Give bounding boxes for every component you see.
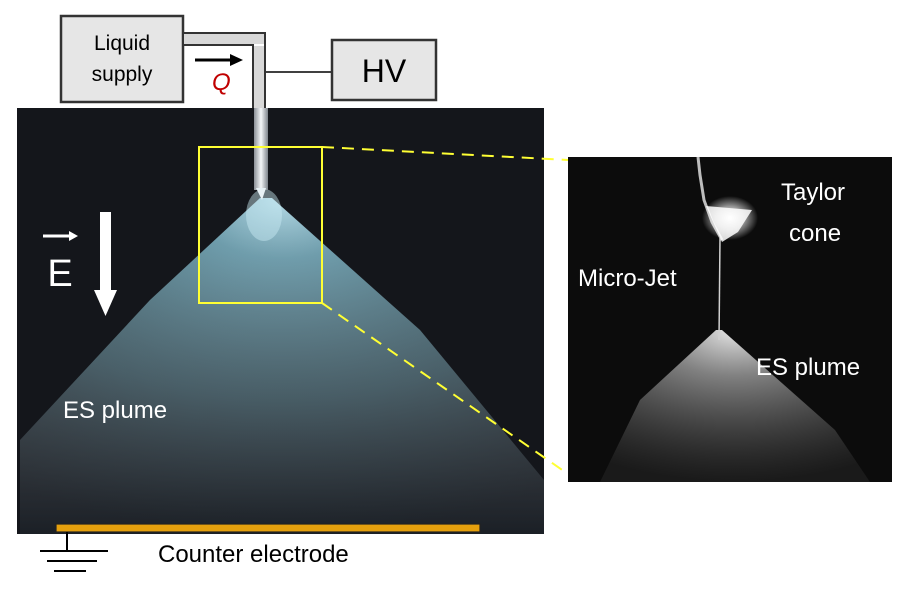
flow-rate-symbol: Q (212, 69, 231, 96)
taylor-cone-label-line1: Taylor (781, 179, 845, 206)
es-plume-label-main: ES plume (63, 397, 167, 424)
liquid-supply-label-line1: Liquid (94, 32, 150, 55)
hv-label: HV (362, 53, 407, 89)
zoom-region-box (198, 146, 323, 304)
es-plume-inset (600, 330, 870, 482)
micro-jet-label: Micro-Jet (578, 265, 677, 292)
main-photo (17, 108, 544, 534)
counter-electrode (55, 523, 481, 533)
es-plume-label-inset: ES plume (756, 354, 860, 381)
inset-photo (568, 156, 892, 482)
flow-arrow (195, 54, 243, 66)
supply-tube (183, 32, 266, 110)
zoom-leader-bottom (321, 302, 569, 475)
hv-box: HV (330, 38, 438, 102)
micro-jet (718, 237, 721, 341)
liquid-supply-label-line2: supply (92, 63, 153, 86)
field-symbol-letter: E (47, 253, 72, 295)
ground-icon (40, 532, 108, 572)
liquid-supply-box: Liquid supply (59, 14, 185, 104)
field-arrow (94, 212, 117, 316)
zoom-leader-top (321, 146, 569, 161)
taylor-cone-label-line2: cone (789, 220, 841, 247)
counter-electrode-label: Counter electrode (158, 541, 349, 568)
field-symbol: E (43, 231, 78, 295)
emitter-needle (254, 108, 268, 190)
